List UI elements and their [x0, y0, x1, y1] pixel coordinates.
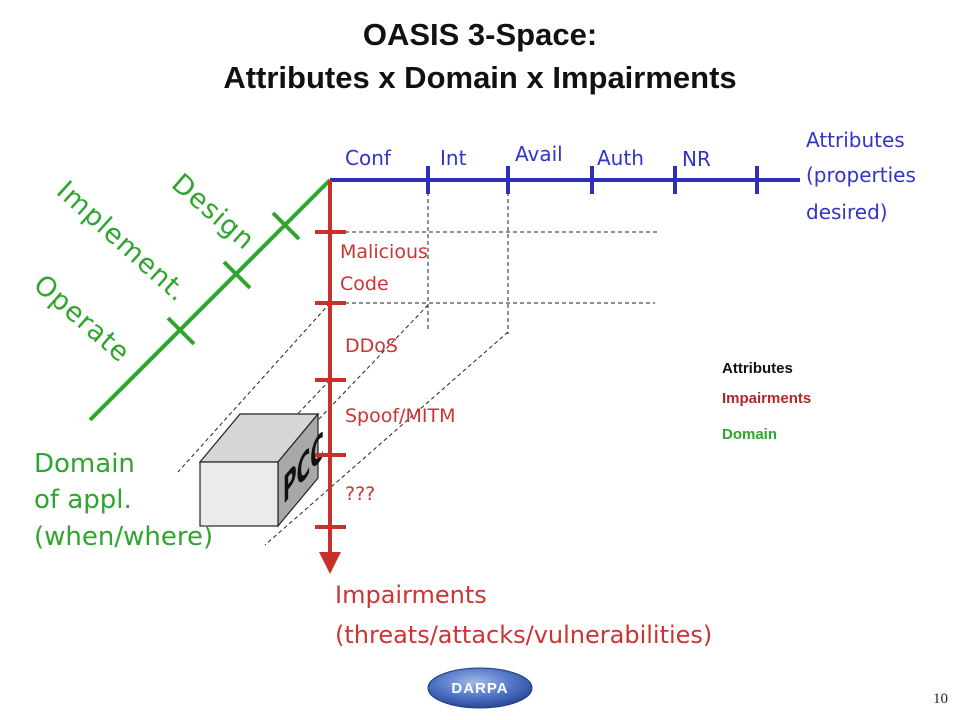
domain-axis-line: [88, 178, 332, 422]
domain-tick: [222, 260, 252, 290]
pcc-box-front: [199, 461, 279, 527]
legend: Attributes Impairments Domain: [722, 360, 811, 443]
domain-tick: [271, 211, 301, 241]
attribute-label-conf: Conf: [345, 146, 392, 170]
domain-axis-title-2: of appl.: [34, 485, 132, 515]
darpa-logo-text: DARPA: [451, 680, 508, 697]
attribute-label-auth: Auth: [597, 146, 644, 170]
domain-tick: [166, 316, 196, 346]
guide-diagonal-2: [317, 304, 429, 421]
domain-axis-title-1: Domain: [34, 449, 135, 479]
legend-attributes: Attributes: [722, 360, 793, 377]
guide-diagonal-1: [177, 302, 331, 473]
legend-domain: Domain: [722, 426, 777, 443]
impairments-axis: [315, 180, 346, 556]
darpa-logo: DARPA: [427, 667, 533, 709]
page-number: 10: [933, 691, 948, 707]
darpa-logo-oval: [427, 667, 533, 709]
impairments-axis-title: Impairments (threats/attacks/vulnerabili…: [335, 581, 712, 649]
impairments-axis-title-2: (threats/attacks/vulnerabilities): [335, 621, 712, 649]
attribute-label-avail: Avail: [515, 142, 563, 166]
impairment-label-ddos: DDoS: [345, 335, 398, 357]
attributes-axis-title-3: desired): [806, 200, 888, 224]
title-line-1: OASIS 3-Space:: [363, 17, 597, 52]
domain-label-operate: Operate: [27, 269, 136, 369]
impairment-label-code: Code: [340, 273, 389, 295]
impairment-label-unknown: ???: [345, 483, 375, 505]
domain-axis-title: Domain of appl. (when/where): [34, 449, 213, 552]
attributes-axis: [330, 166, 800, 194]
attributes-axis-title-1: Attributes: [806, 128, 905, 152]
guide-diagonal-3: [264, 331, 509, 546]
domain-axis: [88, 178, 332, 422]
domain-labels: Design Implement. Operate: [27, 168, 260, 369]
domain-label-design: Design: [165, 168, 260, 256]
attributes-labels: Conf Int Avail Auth NR Attributes (prope…: [345, 128, 916, 224]
impairments-labels: Malicious Code DDoS Spoof/MITM ???: [340, 241, 455, 505]
title-line-2: Attributes x Domain x Impairments: [223, 60, 736, 95]
legend-impairments: Impairments: [722, 390, 811, 407]
impairments-axis-title-1: Impairments: [335, 581, 487, 609]
attribute-label-nr: NR: [682, 147, 711, 171]
attributes-axis-title-2: (properties: [806, 163, 916, 187]
domain-axis-title-3: (when/where): [34, 522, 213, 552]
impairment-label-spoof-mitm: Spoof/MITM: [345, 405, 455, 427]
attribute-label-int: Int: [440, 146, 467, 170]
impairments-arrowhead: [319, 552, 341, 574]
impairment-label-malicious: Malicious: [340, 241, 428, 263]
